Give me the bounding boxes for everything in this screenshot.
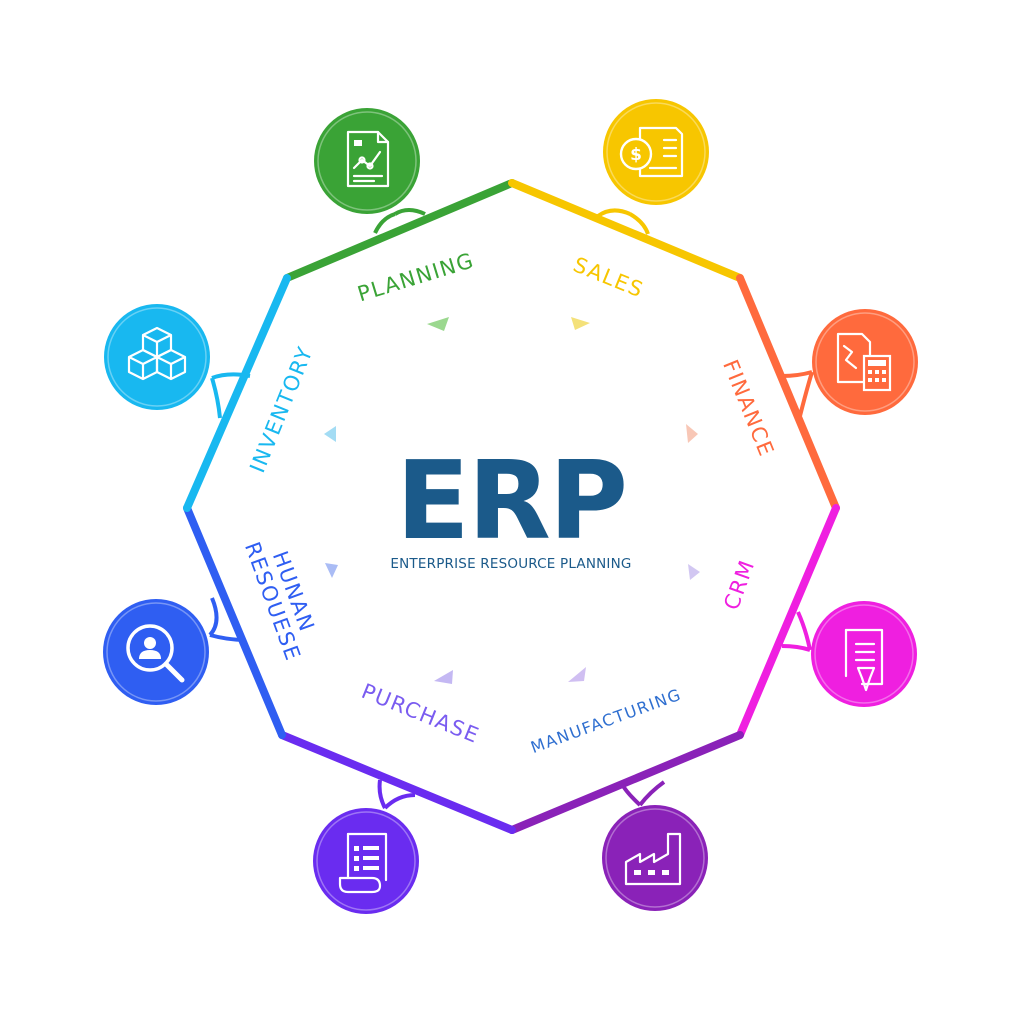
edge-sales (508, 179, 744, 282)
connector-crm (781, 611, 812, 652)
label-crm: CRM (719, 556, 759, 613)
module-node-finance[interactable] (812, 309, 918, 415)
marker-sales (571, 317, 590, 330)
dollar-invoice-icon: $ (619, 126, 684, 178)
marker-planning (427, 317, 449, 331)
label-planning: PLANNING (355, 248, 478, 306)
connector-inventory (210, 372, 251, 419)
edge-manufacturing (508, 731, 744, 834)
factory-icon (624, 832, 682, 886)
module-node-human-resource[interactable] (103, 599, 209, 705)
marker-finance (686, 424, 698, 443)
label-finance: FINANCE (718, 356, 779, 460)
stacked-boxes-icon (127, 326, 187, 381)
edge-human-resource (183, 504, 286, 739)
label-purchase: PURCHASE (358, 679, 483, 748)
direction-markers (324, 317, 700, 684)
document-chart-icon (346, 130, 390, 188)
page-title: ERP (396, 439, 626, 564)
edge-planning (283, 179, 516, 282)
user-search-icon (126, 624, 185, 683)
marker-human-resource (325, 563, 338, 578)
connectors (208, 208, 814, 810)
receipt-scroll-icon (338, 832, 388, 894)
svg-text:$: $ (630, 145, 642, 165)
connector-manufacturing (620, 780, 666, 807)
edge-crm (736, 504, 840, 739)
module-node-planning[interactable] (314, 108, 420, 214)
calculator-document-icon (836, 332, 892, 392)
label-sales: SALES (570, 253, 648, 303)
marker-purchase (434, 670, 453, 684)
connector-human-resource (208, 597, 246, 642)
edge-finance (736, 274, 840, 512)
marker-crm (688, 564, 700, 580)
connector-finance (781, 370, 814, 417)
module-node-crm[interactable] (811, 601, 917, 707)
marker-manufacturing (568, 667, 586, 682)
module-node-purchase[interactable] (313, 808, 419, 914)
connector-purchase (377, 779, 416, 810)
connector-sales (596, 208, 650, 235)
edge-inventory (183, 274, 291, 512)
connector-planning (373, 208, 426, 234)
octagon-ring (183, 179, 840, 834)
edge-purchase (278, 731, 516, 834)
module-node-sales[interactable]: $ (603, 99, 709, 205)
module-node-manufacturing[interactable] (602, 805, 708, 911)
contract-document-icon (844, 628, 884, 692)
module-node-inventory[interactable] (104, 304, 210, 410)
label-inventory: INVENTORY (245, 343, 318, 476)
page-subtitle: ENTERPRISE RESOURCE PLANNING (390, 556, 631, 572)
marker-inventory (324, 426, 336, 442)
label-manufacturing: MANUFACTURING (528, 685, 684, 757)
